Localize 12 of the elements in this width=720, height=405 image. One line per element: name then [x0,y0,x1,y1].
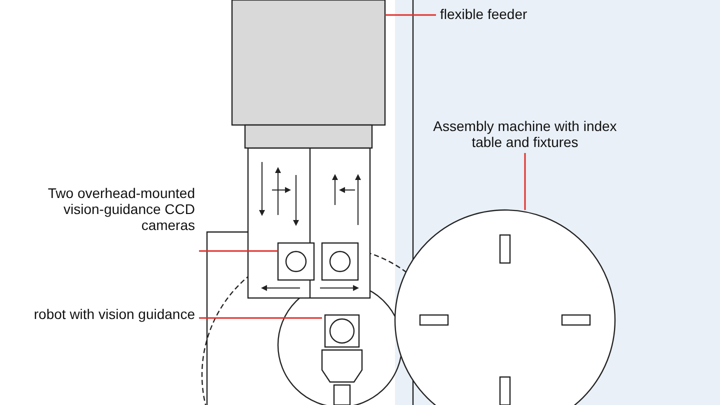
index-table-drawing [394,209,616,405]
leader-line [524,153,526,210]
leader-line [199,317,322,319]
callout-label: robot with vision guidance [10,306,195,322]
camera-pair-drawing [277,242,359,281]
feeder-drawing [231,0,386,149]
callout-label: Assembly machine with index table and fixtures [425,118,625,150]
leader-line [199,250,278,252]
callout-label: Two overhead-mounted vision-guidance CCD cameras [10,185,195,233]
leader-line [385,14,436,16]
robot-drawing [321,314,363,405]
callout-label: flexible feeder [440,6,640,22]
